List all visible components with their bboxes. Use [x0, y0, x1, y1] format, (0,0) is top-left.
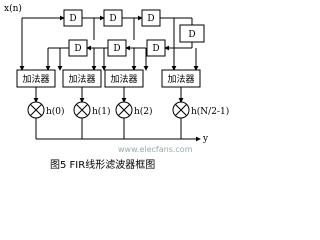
input-label: x(n) — [4, 3, 22, 14]
adder-4-label: 加法器 — [167, 73, 194, 85]
adder-1-label: 加法器 — [22, 73, 49, 85]
multiplier-2 — [73, 101, 91, 119]
coefficient-label-1: h(0) — [46, 106, 65, 117]
coefficient-label-2: h(1) — [92, 106, 111, 117]
delay-bottom-1-label: D — [74, 44, 81, 54]
adder-1: 加法器 — [16, 69, 56, 88]
multiplier-3 — [115, 101, 133, 119]
coefficient-label-4: h(N/2-1) — [191, 106, 229, 117]
figure-caption: 图5 FIR线形滤波器框图 — [50, 158, 155, 171]
delay-top-1-label: D — [69, 14, 76, 24]
coefficient-label-3: h(2) — [134, 106, 153, 117]
adder-3-label: 加法器 — [110, 73, 137, 85]
delay-top-3: D — [141, 9, 161, 27]
adder-3: 加法器 — [104, 69, 144, 88]
multiplier-4 — [172, 101, 190, 119]
fir-filter-block-diagram: x(n) — [4, 3, 229, 171]
delay-top-2: D — [103, 9, 123, 27]
delay-top-1: D — [63, 9, 83, 27]
delay-bottom-1: D — [68, 39, 88, 57]
adder-2: 加法器 — [62, 69, 102, 88]
adder-2-label: 加法器 — [68, 73, 95, 85]
signal-wires — [19, 15, 201, 142]
watermark-text: www.elecfans.com — [118, 145, 193, 154]
delay-right: D — [179, 24, 205, 43]
delay-bottom-2: D — [107, 39, 127, 57]
delay-bottom-3-label: D — [152, 44, 159, 54]
delay-right-label: D — [188, 30, 195, 40]
adder-4: 加法器 — [161, 69, 201, 88]
delay-bottom-2-label: D — [113, 44, 120, 54]
output-label: y — [202, 134, 209, 144]
delay-top-2-label: D — [109, 14, 116, 24]
delay-top-3-label: D — [147, 14, 154, 24]
delay-bottom-3: D — [146, 39, 166, 57]
multiplier-1 — [27, 101, 45, 119]
